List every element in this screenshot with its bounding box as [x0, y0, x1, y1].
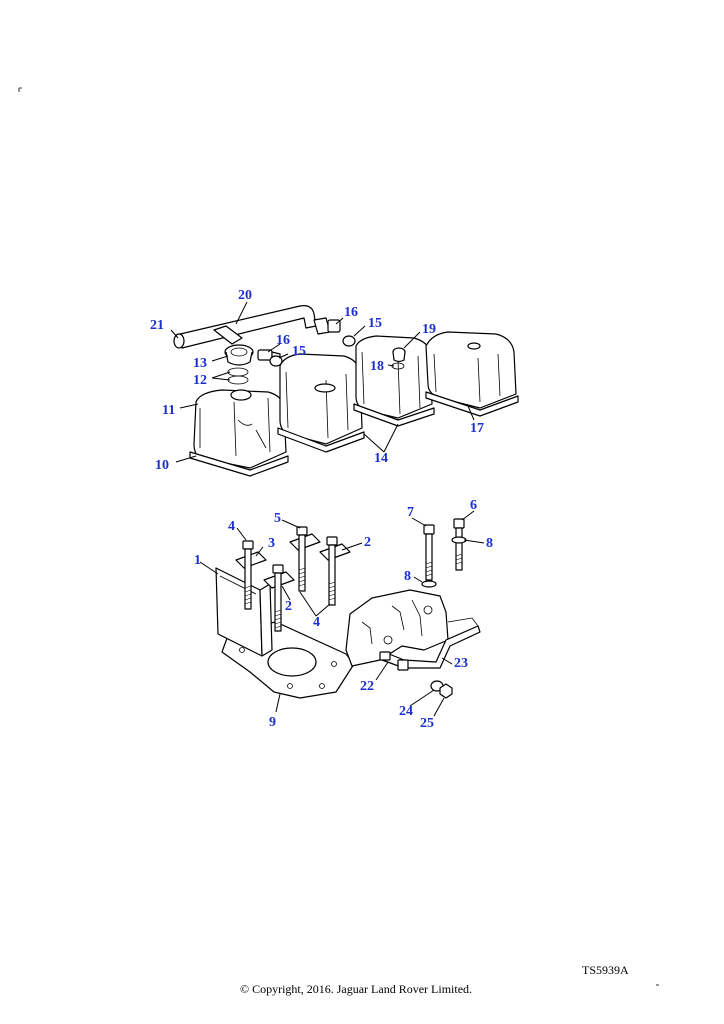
- corner-mark: [18, 87, 22, 92]
- camshaft-cover-front: [189, 389, 289, 477]
- callout-16: 16: [276, 333, 290, 348]
- bolt-short-left: [235, 540, 267, 610]
- washer: [269, 355, 283, 367]
- nut: [439, 683, 453, 699]
- callout-19: 19: [422, 322, 436, 337]
- washer: [342, 335, 356, 347]
- callout-11: 11: [162, 403, 175, 418]
- o-ring-upper: [227, 367, 249, 377]
- callout-25: 25: [420, 716, 434, 731]
- callout-23: 23: [454, 656, 468, 671]
- callout-20: 20: [238, 288, 252, 303]
- oil-feed-pipe: [379, 625, 481, 671]
- callout-24: 24: [399, 704, 413, 719]
- bolt-right-with-plate: [319, 536, 351, 606]
- callout-22: 22: [360, 679, 374, 694]
- bolt-stud-center-left: [263, 564, 295, 632]
- callout-1: 1: [194, 553, 201, 568]
- callout-12: 12: [193, 373, 207, 388]
- sealing-washer: [421, 580, 437, 588]
- callout-15: 15: [368, 316, 382, 331]
- callout-15: 15: [292, 344, 306, 359]
- callout-3: 3: [268, 536, 275, 551]
- callout-18: 18: [370, 359, 384, 374]
- callout-21: 21: [150, 318, 164, 333]
- callout-17: 17: [470, 421, 484, 436]
- callout-8: 8: [404, 569, 411, 584]
- timing-cover-plate: [215, 567, 273, 657]
- callout-13: 13: [193, 356, 207, 371]
- blanking-plug: [392, 347, 406, 363]
- copyright-notice: © Copyright, 2016. Jaguar Land Rover Lim…: [239, 982, 473, 996]
- bolt-long-right: [423, 524, 435, 581]
- callout-2: 2: [364, 535, 371, 550]
- oil-filler-cap: [224, 344, 254, 366]
- engine-block-section: [345, 589, 479, 667]
- callout-9: 9: [269, 715, 276, 730]
- callout-14: 14: [374, 451, 388, 466]
- callout-4: 4: [228, 519, 235, 534]
- callout-5: 5: [274, 511, 281, 526]
- bolt-short-right: [451, 518, 467, 571]
- callout-16: 16: [344, 305, 358, 320]
- callout-4: 4: [313, 615, 320, 630]
- bolt-long-center: [289, 526, 321, 592]
- callout-7: 7: [407, 505, 414, 520]
- callout-6: 6: [470, 498, 477, 513]
- callout-8: 8: [486, 536, 493, 551]
- camshaft-cover-center-right: [353, 335, 435, 427]
- callout-10: 10: [155, 458, 169, 473]
- o-ring-lower: [227, 375, 249, 385]
- camshaft-cover-rear: [425, 331, 519, 417]
- camshaft-cover-center-left: [277, 353, 365, 453]
- callout-2: 2: [285, 599, 292, 614]
- illustration-reference-code: TS5939A: [582, 963, 629, 977]
- breather-pipe: [173, 305, 341, 349]
